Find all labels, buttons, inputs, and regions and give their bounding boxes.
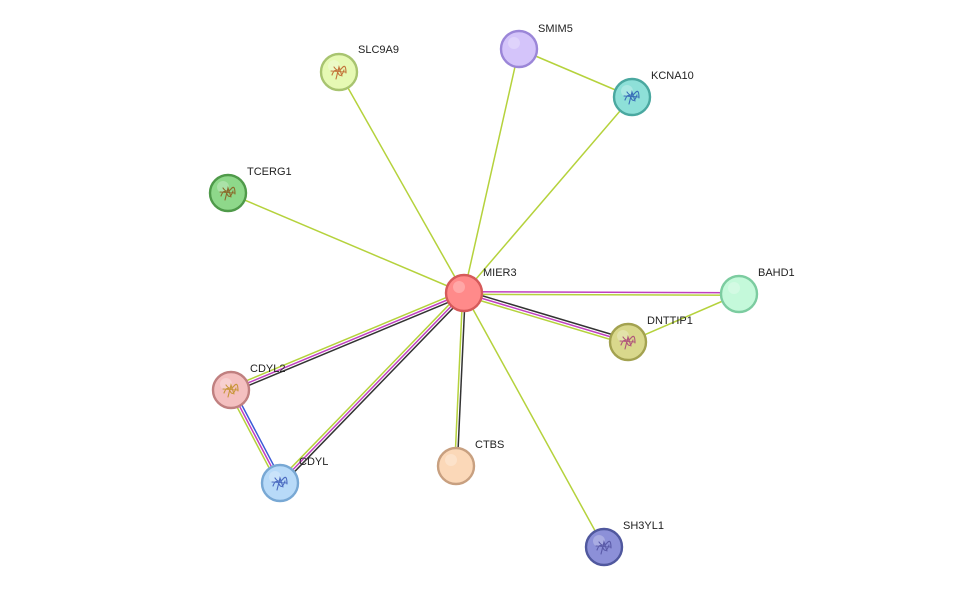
edge-mier3-sh3yl1[interactable] (463, 292, 605, 548)
node-label: SLC9A9 (358, 44, 399, 56)
edge-mier3-bahd1[interactable] (463, 290, 740, 297)
node-label: DNTTIP1 (647, 315, 693, 327)
edge-layer (227, 48, 740, 548)
node-highlight (445, 454, 457, 466)
node-kcna10[interactable]: KCNA10 (612, 70, 694, 117)
edge-mier3-dnttip1[interactable] (463, 289, 629, 346)
node-circle[interactable] (499, 29, 539, 69)
node-cdyl2[interactable]: CDYL2 (211, 363, 285, 410)
protein-structure-icon (271, 476, 288, 491)
edge-strand (463, 96, 633, 294)
edge-strand (463, 294, 628, 346)
edge-strand (338, 71, 465, 294)
node-circle[interactable] (719, 274, 759, 314)
node-circle[interactable] (444, 273, 484, 313)
edge-strand (231, 294, 466, 394)
edge-strand (463, 293, 739, 297)
node-label: BAHD1 (758, 267, 795, 279)
edge-strand (464, 289, 629, 341)
edge-mier3-tcerg1[interactable] (227, 192, 465, 294)
edge-strand (463, 48, 520, 294)
protein-structure-icon (623, 90, 640, 105)
node-label: CDYL (299, 456, 328, 468)
edge-strand (627, 293, 740, 343)
node-highlight (269, 471, 281, 483)
node-highlight (621, 85, 633, 97)
edge-mier3-ctbs[interactable] (453, 292, 467, 467)
node-highlight (593, 535, 605, 547)
edge-strand (230, 292, 465, 391)
edge-strand (453, 292, 464, 466)
protein-structure-icon (619, 335, 636, 350)
edge-strand (518, 48, 633, 98)
protein-structure-icon (595, 540, 612, 555)
edge-strand (279, 292, 465, 484)
node-label: CTBS (475, 439, 504, 451)
node-cdyl[interactable]: CDYL (260, 456, 328, 503)
edge-strand (464, 290, 740, 294)
protein-structure-icon (222, 383, 239, 398)
node-mier3[interactable]: MIER3 (444, 267, 517, 313)
node-label: SMIM5 (538, 23, 573, 35)
edge-strand (229, 289, 464, 389)
node-highlight (328, 60, 340, 72)
edge-strand (277, 290, 463, 482)
node-highlight (617, 330, 629, 342)
node-label: KCNA10 (651, 70, 694, 82)
node-highlight (508, 37, 520, 49)
node-label: MIER3 (483, 267, 517, 279)
node-smim5[interactable]: SMIM5 (499, 23, 573, 69)
edge-mier3-cdyl2[interactable] (229, 289, 466, 394)
node-ctbs[interactable]: CTBS (436, 439, 504, 486)
edge-mier3-smim5[interactable] (463, 48, 520, 294)
edge-mier3-slc9a9[interactable] (338, 71, 465, 294)
edge-strand (463, 292, 605, 548)
node-highlight (728, 282, 740, 294)
edge-mier3-cdyl[interactable] (277, 290, 467, 486)
edge-strand (463, 292, 629, 343)
edge-strand (227, 192, 465, 294)
node-label: TCERG1 (247, 166, 292, 178)
edge-mier3-kcna10[interactable] (463, 96, 633, 294)
protein-structure-icon (330, 65, 347, 80)
node-label: SH3YL1 (623, 520, 664, 532)
node-slc9a9[interactable]: SLC9A9 (319, 44, 399, 92)
node-label: CDYL2 (250, 363, 285, 375)
node-highlight (217, 181, 229, 193)
protein-structure-icon (219, 186, 236, 201)
edge-strand (456, 293, 467, 467)
node-highlight (453, 281, 465, 293)
node-circle[interactable] (436, 446, 476, 486)
node-dnttip1[interactable]: DNTTIP1 (608, 315, 693, 362)
node-sh3yl1[interactable]: SH3YL1 (584, 520, 664, 567)
edge-smim5-kcna10[interactable] (518, 48, 633, 98)
node-layer: MIER3 SMIM5SLC9A9KCNA10TCERG1BAHD1DNTTIP1… (208, 23, 795, 567)
edge-bahd1-dnttip1[interactable] (627, 293, 740, 343)
node-highlight (220, 378, 232, 390)
node-bahd1[interactable]: BAHD1 (719, 267, 795, 314)
node-tcerg1[interactable]: TCERG1 (208, 166, 292, 213)
edge-strand (281, 294, 467, 486)
